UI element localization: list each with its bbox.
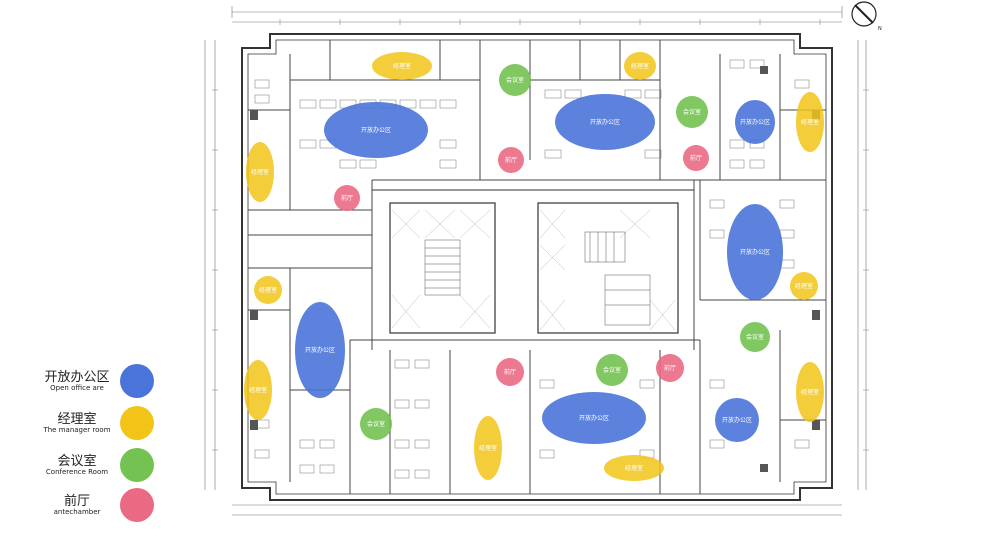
manager-zone — [796, 92, 824, 152]
legend-item-manager: 经理室 The manager room — [38, 402, 168, 454]
zone-label-conference: 会议室 — [506, 76, 524, 84]
legend-label-en: Open office are — [50, 384, 104, 392]
legend-swatch — [120, 488, 154, 522]
zone-label-open-office: 开放办公区 — [590, 118, 620, 126]
zone-label-manager: 经理室 — [249, 386, 267, 394]
zone-label-conference: 会议室 — [683, 108, 701, 116]
open-office-zone — [542, 392, 646, 444]
legend-label-en: Conference Room — [45, 468, 109, 476]
antechamber-zone — [656, 354, 684, 382]
legend-item-antechamber: 前厅 antechamber — [38, 484, 168, 536]
zone-antechamber — [334, 145, 709, 386]
zone-open-office — [295, 94, 783, 444]
legend-label-en: antechamber — [53, 508, 101, 516]
zone-label-manager: 经理室 — [801, 388, 819, 396]
zone-conference — [360, 64, 770, 440]
manager-zone — [372, 52, 432, 80]
zone-label-open-office: 开放办公区 — [722, 416, 752, 424]
zone-label-conference: 会议室 — [746, 333, 764, 341]
legend-item-conference: 会议室 Conference Room — [38, 444, 168, 496]
zone-label-manager: 经理室 — [631, 62, 649, 70]
open-office-zone — [735, 100, 775, 144]
zone-label-conference: 会议室 — [603, 366, 621, 374]
zone-label-manager: 经理室 — [795, 282, 813, 290]
manager-zone — [624, 52, 656, 80]
manager-zone — [604, 455, 664, 481]
dimension-lines — [204, 6, 867, 516]
conference-zone — [596, 354, 628, 386]
manager-zone — [796, 362, 824, 422]
north-arrow-icon: N — [850, 0, 882, 32]
legend-label-en: The manager room — [43, 426, 111, 434]
legend-label-zh: 开放办公区 — [44, 370, 110, 385]
zone-label-manager: 经理室 — [393, 62, 411, 70]
open-office-zone — [324, 102, 428, 158]
conference-zone — [740, 322, 770, 352]
zone-label-manager: 经理室 — [801, 118, 819, 126]
building-core — [371, 189, 695, 341]
zone-label-open-office: 开放办公区 — [305, 346, 335, 354]
core-stairs — [424, 231, 651, 326]
zone-label-open-office: 开放办公区 — [740, 248, 770, 256]
zone-labels: 开放办公区 开放办公区 开放办公区 开放办公区 开放办公区 开放办公区 开放办公… — [249, 62, 819, 472]
zone-label-antechamber: 前厅 — [341, 194, 353, 202]
zone-manager — [244, 52, 824, 481]
legend-label-zh: 前厅 — [63, 494, 90, 509]
legend-swatch — [120, 364, 154, 398]
antechamber-zone — [498, 147, 524, 173]
dimension-ticks — [212, 19, 869, 451]
antechamber-zone — [496, 358, 524, 386]
zone-label-manager: 经理室 — [625, 464, 643, 472]
antechamber-zone — [334, 185, 360, 211]
building-outline — [241, 33, 833, 501]
manager-zone — [790, 272, 818, 300]
zone-label-antechamber: 前厅 — [505, 156, 517, 164]
core-hatching — [391, 209, 676, 331]
legend-label-zh: 会议室 — [57, 454, 97, 469]
zone-label-open-office: 开放办公区 — [579, 414, 609, 422]
zone-label-antechamber: 前厅 — [690, 154, 702, 162]
zone-label-manager: 经理室 — [259, 286, 277, 294]
legend-swatch — [120, 406, 154, 440]
legend-item-open-office: 开放办公区 Open office are — [38, 360, 168, 412]
desk-clusters — [254, 59, 810, 479]
open-office-zone — [295, 302, 345, 398]
zone-label-manager: 经理室 — [479, 444, 497, 452]
zone-label-antechamber: 前厅 — [664, 364, 676, 372]
conference-zone — [499, 64, 531, 96]
open-office-zone — [727, 204, 783, 300]
legend-swatch — [120, 448, 154, 482]
zone-label-manager: 经理室 — [251, 168, 269, 176]
open-office-zone — [555, 94, 655, 150]
zone-label-antechamber: 前厅 — [504, 368, 516, 376]
legend-label-zh: 经理室 — [57, 412, 97, 427]
conference-zone — [360, 408, 392, 440]
manager-zone — [254, 276, 282, 304]
open-office-zone — [715, 398, 759, 442]
antechamber-zone — [683, 145, 709, 171]
zone-label-conference: 会议室 — [367, 420, 385, 428]
conference-zone — [676, 96, 708, 128]
zone-label-open-office: 开放办公区 — [740, 118, 770, 126]
manager-zone — [244, 360, 272, 420]
north-label: N — [878, 26, 882, 32]
manager-zone — [474, 416, 502, 480]
zone-label-open-office: 开放办公区 — [361, 126, 391, 134]
manager-zone — [246, 142, 274, 202]
